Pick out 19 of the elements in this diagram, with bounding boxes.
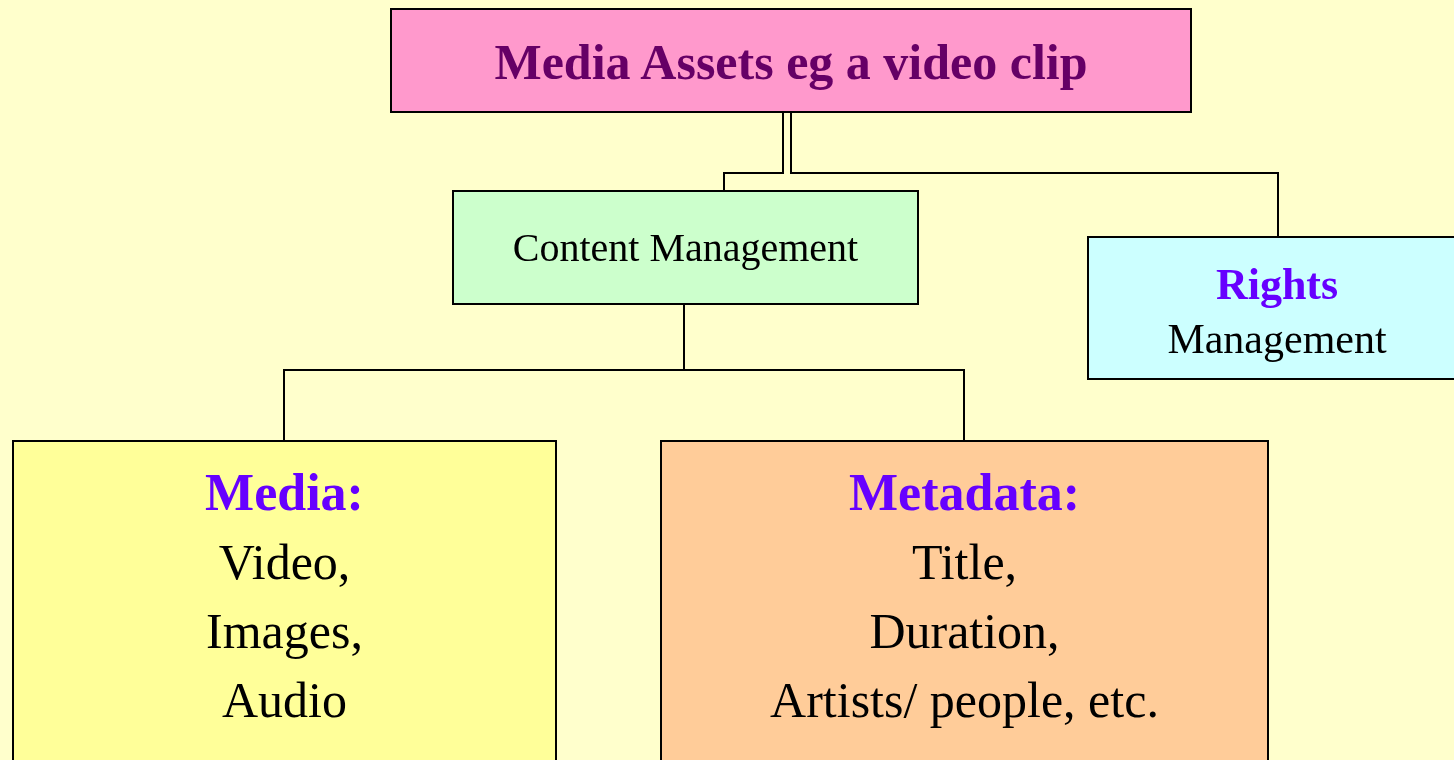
process-box: [452, 190, 919, 305]
category-box: [660, 440, 1269, 760]
title-box: [390, 8, 1192, 113]
label-text: Artists/ people, etc.: [770, 671, 1159, 731]
process-box: [1087, 236, 1454, 380]
connector-line: [790, 112, 1279, 237]
category-box: [12, 440, 557, 760]
label-text: Video,: [218, 533, 351, 593]
label-text: Management: [1167, 315, 1387, 365]
label-text: Duration,: [869, 602, 1060, 662]
label-text: Media Assets eg a video clip: [494, 34, 1088, 92]
connector-line: [723, 112, 784, 191]
label-text: Title,: [911, 533, 1018, 593]
heading-text: Metadata:: [849, 463, 1080, 523]
heading-text: Media:: [205, 463, 364, 523]
label-text: Images,: [206, 602, 363, 662]
heading-text: Rights: [1215, 259, 1339, 311]
label-text: Audio: [222, 671, 347, 731]
label-text: Content Management: [512, 224, 859, 272]
